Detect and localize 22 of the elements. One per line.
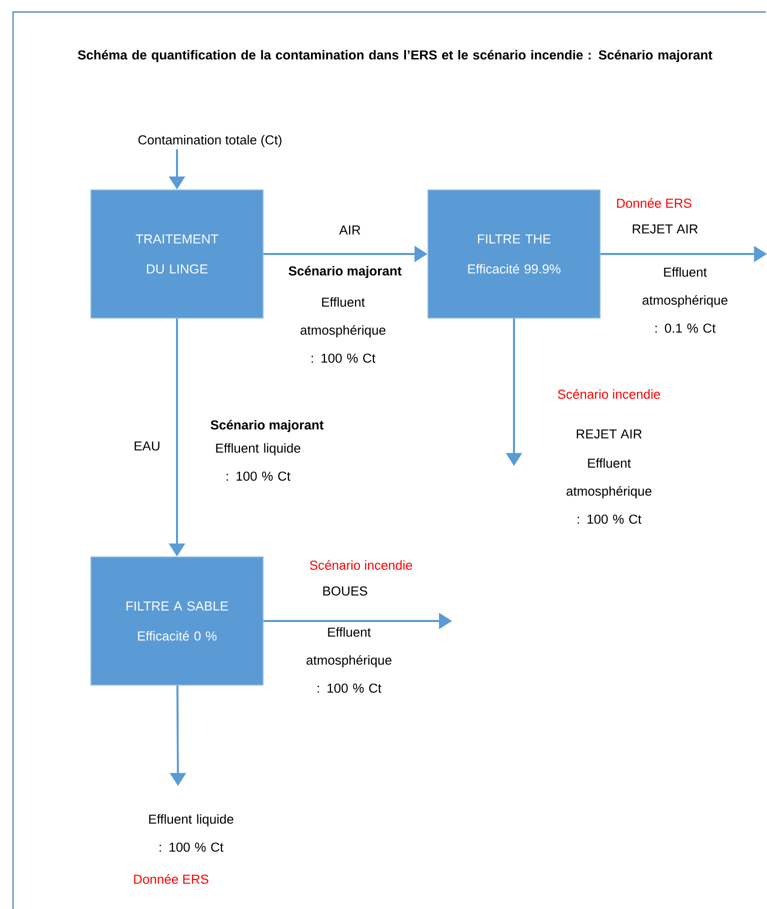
title: Schéma de quantification de la contamination dans l’ERS et le scénario incendie : Scénario majorant [78, 50, 712, 62]
annotation-text: Scénario incendie [310, 560, 412, 570]
annotation-text: Effluent liquide : 100 % Ct [216, 443, 300, 481]
process-box: TRAITEMENT DU LINGE [90, 190, 264, 318]
annotation-text: Effluent atmosphérique : 0.1 % Ct [642, 267, 728, 333]
annotation-text: Effluent liquide : 100 % Ct [149, 814, 234, 852]
edge-label: BOUES [321, 585, 369, 597]
process-box: FILTRE A SABLE Efficacité 0 % [90, 556, 264, 686]
annotation-text: REJET AIR [576, 429, 642, 439]
annotation-text: Donnée ERS [134, 874, 208, 884]
annotation-text: Effluent atmosphérique : 100 % Ct [300, 297, 386, 363]
edge-label: EAU [132, 440, 162, 452]
process-box: FILTRE THE Efficacité 99.9% [428, 190, 600, 318]
annotation-text: Scénario majorant [288, 266, 402, 278]
annotation-text: Scénario incendie [558, 389, 660, 399]
input-text: Contamination totale (Ct) [138, 134, 282, 148]
annotation-text: Donnée ERS [617, 198, 692, 208]
annotation-text: Effluent atmosphérique : 100 % Ct [566, 458, 652, 524]
edge-label: REJET AIR [630, 223, 700, 235]
annotation-text: Scénario majorant [210, 420, 324, 432]
edge-label: AIR [338, 224, 362, 236]
annotation-text: Effluent atmosphérique : 100 % Ct [306, 627, 392, 693]
